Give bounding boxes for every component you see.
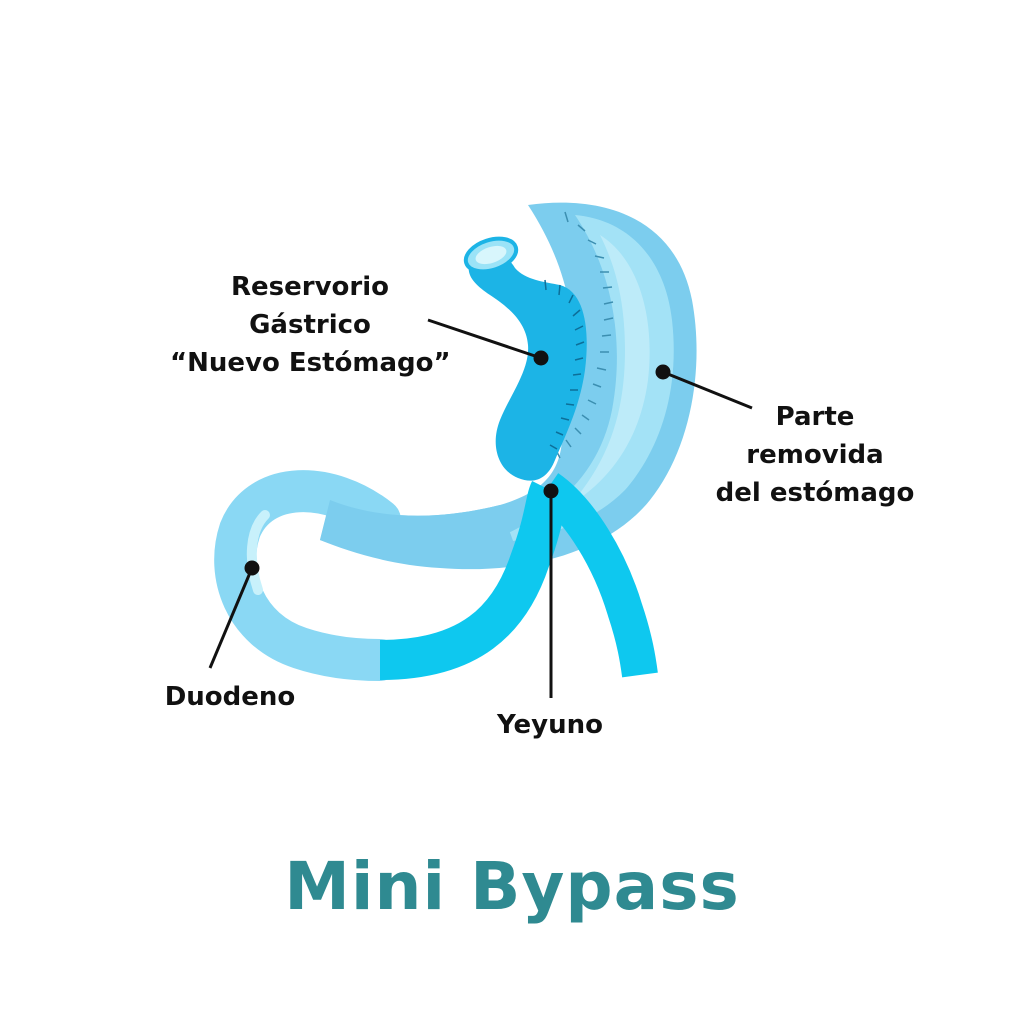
- label-duodenum: Duodeno: [150, 678, 310, 716]
- label-gastric-pouch: Reservorio Gástrico “Nuevo Estómago”: [170, 268, 451, 382]
- label-removed-part: Parte removida del estómago: [700, 398, 930, 512]
- gastric-pouch: [463, 236, 587, 481]
- jejunum-pointer-dot: [543, 483, 559, 499]
- removed-part-pointer-dot: [655, 364, 671, 380]
- label-line: Gástrico: [249, 310, 371, 340]
- staple-line-pouch: [544, 279, 585, 450]
- label-line: del estómago: [715, 478, 915, 508]
- label-line: Yeyuno: [497, 710, 603, 740]
- pouch-pointer-dot: [533, 350, 549, 366]
- label-line: “Nuevo Estómago”: [170, 348, 451, 378]
- leader-lines: [208, 318, 753, 698]
- stomach-antrum: [320, 500, 520, 568]
- staple-line-removed: [555, 211, 614, 459]
- label-jejunum: Yeyuno: [480, 706, 620, 744]
- page-title: Mini Bypass: [284, 848, 740, 925]
- duodenum: [214, 470, 401, 681]
- label-line: removida: [746, 440, 884, 470]
- label-line: Parte: [775, 402, 855, 432]
- duodenum-pointer-dot: [244, 560, 260, 576]
- removed-stomach-part: [320, 202, 697, 570]
- jejunum: [379, 473, 658, 680]
- label-line: Duodeno: [164, 682, 296, 712]
- label-line: Reservorio: [231, 272, 389, 302]
